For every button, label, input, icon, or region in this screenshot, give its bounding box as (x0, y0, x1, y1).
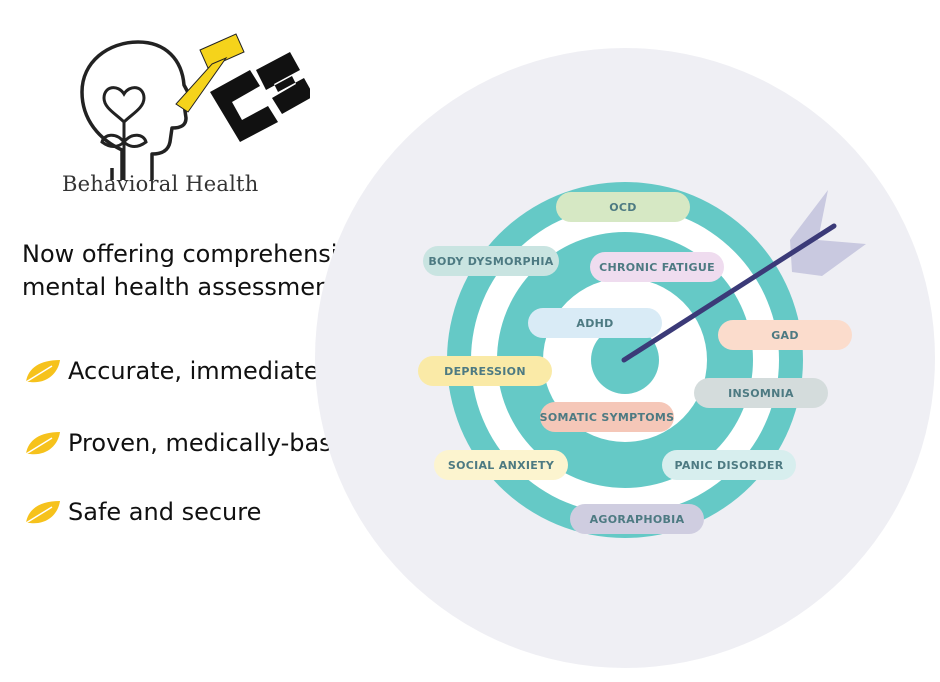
head-profile-icon (80, 40, 194, 180)
condition-chronic-fatigue: CHRONIC FATIGUE (590, 252, 724, 282)
bullet-text: Proven, medically-based (68, 429, 362, 457)
bullet-item: Proven, medically-based (22, 428, 362, 458)
condition-panic-disorder: PANIC DISORDER (662, 450, 796, 480)
condition-somatic-symptoms: SOMATIC SYMPTOMS (540, 402, 674, 432)
target-graphic: OCD BODY DYSMORPHIA CHRONIC FATIGUE ADHD… (310, 40, 940, 682)
condition-adhd: ADHD (528, 308, 662, 338)
condition-social-anxiety: SOCIAL ANXIETY (434, 450, 568, 480)
leaf-icon (25, 501, 60, 524)
condition-depression: DEPRESSION (418, 356, 552, 386)
heart-icon (102, 86, 146, 125)
condition-ocd: OCD (556, 192, 690, 222)
condition-agoraphobia: AGORAPHOBIA (570, 504, 704, 534)
arrow-shaft (621, 223, 837, 363)
behavioral-health-logo (80, 33, 310, 180)
bullet-item: Safe and secure (22, 497, 261, 527)
condition-gad: GAD (718, 320, 852, 350)
logo-wordmark: Behavioral Health (62, 172, 259, 196)
bullet-text: Safe and secure (68, 498, 262, 526)
leaf-icon (25, 432, 60, 455)
arrow-fletching-icon (790, 190, 866, 276)
headline: Now offering comprehensive mental health… (22, 240, 367, 301)
tcs-mark-icon (175, 33, 310, 142)
condition-body-dysmorphia: BODY DYSMORPHIA (423, 246, 559, 276)
condition-insomnia: INSOMNIA (694, 378, 828, 408)
leaf-icon (25, 360, 60, 383)
